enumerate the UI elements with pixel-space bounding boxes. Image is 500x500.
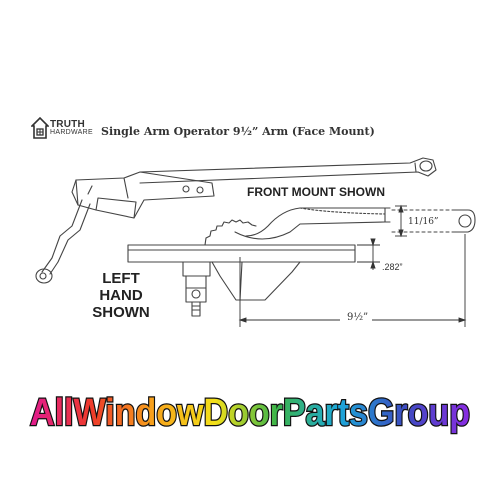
width-dimension-line: [395, 204, 407, 238]
hand-label: LEFT HAND SHOWN: [88, 270, 154, 321]
diagram-title: Single Arm Operator 9½” Arm (Face Mount): [101, 125, 375, 138]
hand-label-line: HAND: [99, 287, 143, 304]
gear-segment: [204, 219, 257, 246]
arm-length-dimension: 9½”: [347, 312, 369, 323]
logo-sub: HARDWARE: [50, 129, 93, 136]
house-logo-icon: [31, 117, 49, 139]
lower-housing: [211, 261, 301, 301]
hand-label-line: LEFT: [102, 270, 140, 287]
front-mount-label: FRONT MOUNT SHOWN: [247, 185, 385, 199]
arm-width-dimension: 11/16”: [408, 217, 439, 227]
offset-dimension-line: [357, 238, 380, 270]
truth-hardware-logo: TRUTH HARDWARE: [31, 117, 93, 139]
lower-base-plate: [127, 244, 356, 263]
brand-watermark-text: AllWindowDoorPartsGroup: [30, 392, 470, 434]
length-dimension-line: [238, 234, 467, 327]
logo-brand: TRUTH: [50, 119, 85, 130]
spindle-stud: [182, 261, 211, 317]
center-crosshair: [235, 257, 245, 266]
brand-watermark: AllWindowDoorPartsGroup: [29, 391, 472, 436]
lower-arm: [234, 207, 476, 240]
offset-dimension: .282”: [382, 262, 403, 272]
upper-long-arm: [139, 157, 437, 184]
upper-operator-body: [71, 171, 215, 219]
crank-handle: [35, 185, 93, 284]
hand-label-line: SHOWN: [92, 304, 150, 321]
